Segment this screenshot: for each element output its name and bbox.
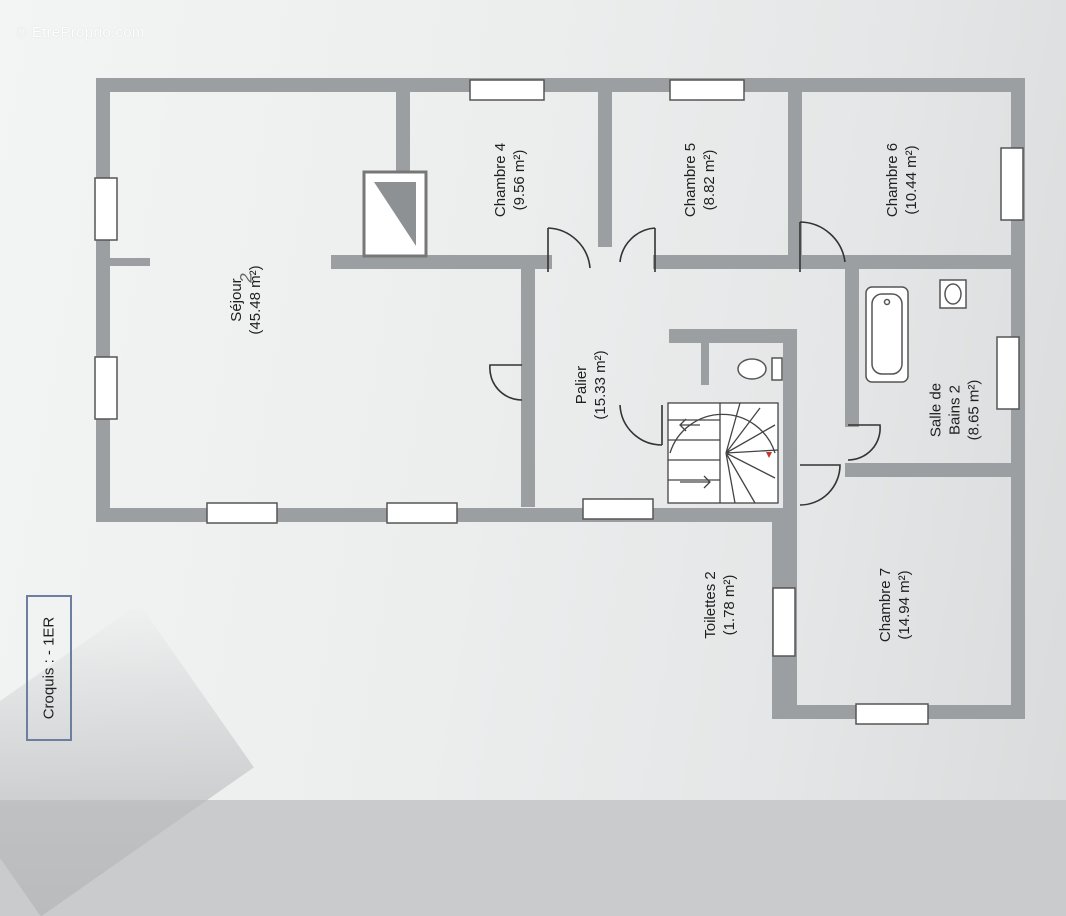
stair-direction-icon bbox=[766, 452, 772, 458]
window bbox=[94, 177, 118, 241]
sheet-label: Croquis : - 1ER bbox=[40, 616, 58, 720]
window bbox=[469, 79, 545, 101]
window bbox=[855, 703, 929, 725]
wall-toilet-block bbox=[669, 329, 797, 512]
door-swing bbox=[619, 227, 656, 272]
bathtub-icon bbox=[865, 286, 909, 383]
toilet-icon bbox=[737, 357, 783, 381]
floor-plan bbox=[94, 78, 1025, 725]
room-label-chambre-5: Chambre 5(8.82 m²) bbox=[682, 142, 718, 218]
room-label-palier: Palier(15.33 m²) bbox=[573, 350, 609, 420]
room-label-chambre-6: Chambre 6(10.44 m²) bbox=[884, 142, 920, 218]
room-label-salle-de-bains: Salle de Bains 2(8.65 m²) bbox=[927, 379, 983, 441]
window bbox=[772, 587, 796, 657]
fireplace-icon bbox=[362, 170, 428, 258]
watermark: © EtreProprio.com bbox=[16, 24, 145, 41]
staircase-icon bbox=[667, 402, 779, 504]
window bbox=[206, 502, 278, 524]
room-label-toilettes: Toilettes 2(1.78 m²) bbox=[702, 571, 738, 639]
window bbox=[386, 502, 458, 524]
window bbox=[996, 336, 1020, 410]
door-swing bbox=[799, 464, 841, 506]
window bbox=[582, 498, 654, 520]
sink-icon bbox=[939, 279, 967, 309]
sheet-label-box: Croquis : - 1ER bbox=[26, 595, 72, 741]
outer-wall bbox=[96, 78, 1025, 719]
window bbox=[1000, 147, 1024, 221]
window bbox=[94, 356, 118, 420]
door-swing bbox=[547, 227, 591, 272]
door-swing bbox=[489, 364, 523, 401]
hand-note: 2 bbox=[236, 273, 256, 283]
door-swing bbox=[799, 221, 846, 272]
door-swing bbox=[847, 424, 881, 461]
room-label-chambre-7: Chambre 7(14.94 m²) bbox=[877, 567, 913, 643]
room-label-chambre-4: Chambre 4(9.56 m²) bbox=[492, 142, 528, 218]
door-swing bbox=[619, 404, 663, 446]
window bbox=[669, 79, 745, 101]
